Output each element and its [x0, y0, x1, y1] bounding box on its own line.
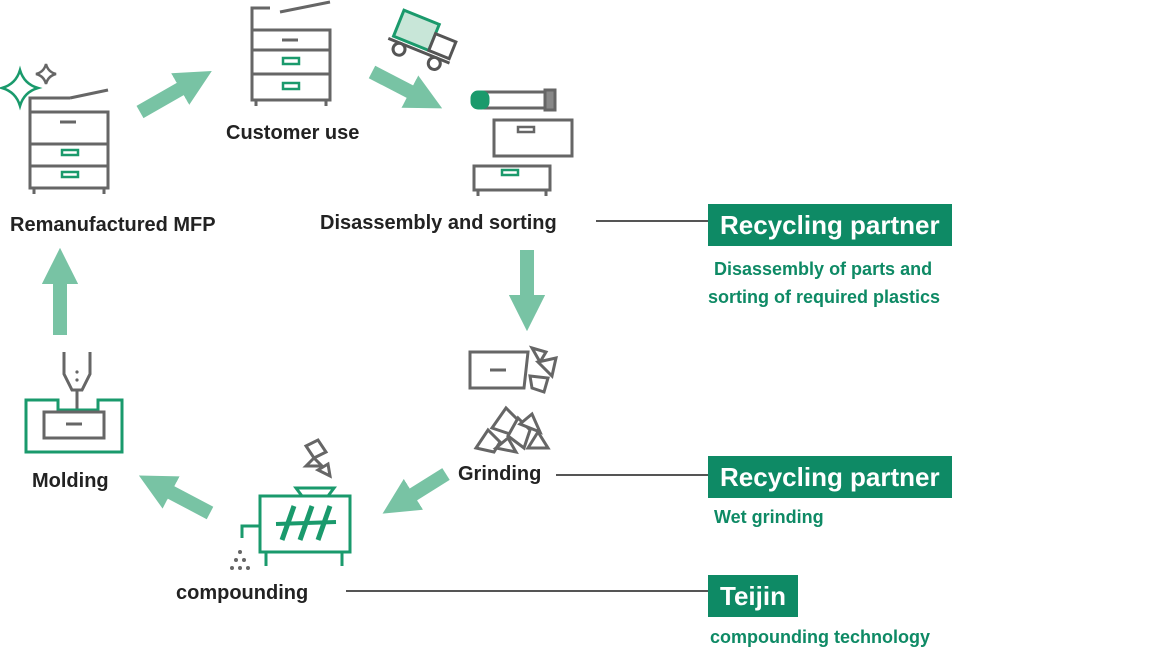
mfp-icon: [250, 0, 332, 106]
stage-label-molding: Molding: [32, 470, 109, 492]
stage-label-compounding: compounding: [176, 582, 309, 604]
partner-box-grinding: Recycling partner: [708, 456, 952, 498]
arrow-customer-to-disassembly: [368, 65, 443, 109]
connector-line: [346, 590, 708, 592]
stage-label-grinding: Grinding: [458, 463, 542, 485]
stage-label-disassembly: Disassembly and sorting: [320, 212, 557, 234]
partner-note: sorting of required plastics: [708, 287, 941, 307]
mold-icon: [24, 352, 124, 454]
cycle-arrows: [41, 65, 546, 520]
partner-box-compounding: Teijin: [708, 575, 798, 617]
partner-note: Disassembly of parts and: [714, 259, 933, 279]
arrow-compounding-to-molding: [138, 475, 214, 520]
extruder-icon: [230, 438, 352, 570]
arrow-remanufactured-to-customer: [136, 70, 212, 119]
partner-note: Wet grinding: [714, 507, 824, 527]
partner-note: compounding technology: [710, 627, 930, 647]
connector-line: [596, 220, 708, 222]
connector-line: [556, 474, 708, 476]
arrow-grinding-to-compounding: [382, 468, 450, 514]
sparkle-icon: [0, 63, 57, 111]
stage-label-customer-use: Customer use: [226, 122, 360, 144]
stage-label-remanufactured: Remanufactured MFP: [10, 214, 216, 236]
crushed-plastic-icon: [468, 345, 558, 455]
remanufactured-mfp-icon: [28, 88, 110, 194]
truck-icon: [387, 8, 458, 71]
partner-box-disassembly: Recycling partner: [708, 204, 952, 246]
disassembled-parts-icon: [470, 88, 574, 196]
